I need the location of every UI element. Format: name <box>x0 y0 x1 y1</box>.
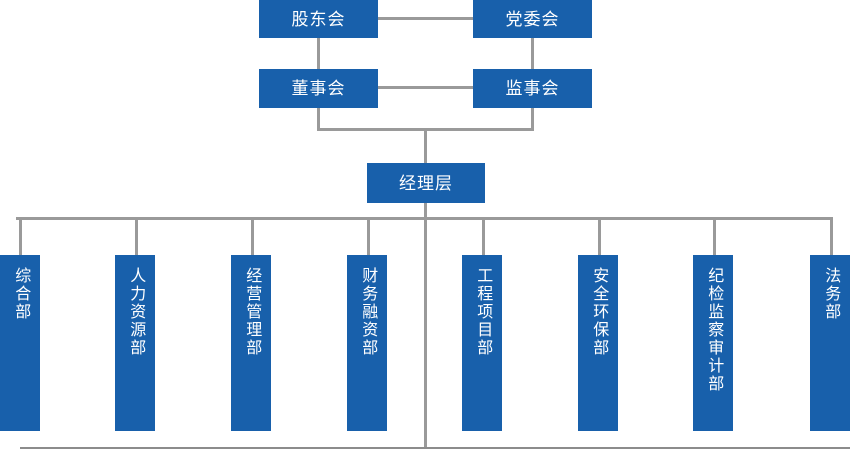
connector-drop-dept-4 <box>367 217 370 257</box>
node-board-of-directors[interactable]: 董事会 <box>259 69 378 108</box>
connector-bus-to-manager <box>424 128 427 165</box>
node-label: 董事会 <box>291 79 346 98</box>
node-department-legal-affairs[interactable]: 法务部 <box>810 255 850 431</box>
connector-drop-dept-6 <box>598 217 601 257</box>
connector-drop-dept-5 <box>482 217 485 257</box>
node-department-safety-environment[interactable]: 安全环保部 <box>578 255 618 431</box>
node-department-engineering-project[interactable]: 工程项目部 <box>462 255 502 431</box>
connector-board-to-supervisors <box>376 86 475 89</box>
connector-party-to-supervisors <box>531 36 534 71</box>
connector-department-bus <box>16 217 833 220</box>
node-label: 安全环保部 <box>590 267 608 357</box>
node-board-of-supervisors[interactable]: 监事会 <box>473 69 592 108</box>
node-label: 人力资源部 <box>127 267 145 357</box>
node-label: 法务部 <box>822 267 840 321</box>
node-department-finance-financing[interactable]: 财务融资部 <box>347 255 387 431</box>
node-shareholders-meeting[interactable]: 股东会 <box>259 0 378 38</box>
node-department-general-affairs[interactable]: 综合部 <box>0 255 40 431</box>
node-label: 纪检监察审计部 <box>705 267 723 393</box>
node-label: 股东会 <box>291 9 346 29</box>
connector-baseline <box>20 447 850 449</box>
node-label: 党委会 <box>505 9 560 29</box>
node-label: 经营管理部 <box>243 267 261 357</box>
connector-shareholders-to-board <box>317 36 320 71</box>
node-label: 经理层 <box>399 173 453 193</box>
node-label: 监事会 <box>505 79 560 98</box>
connector-drop-dept-3 <box>251 217 254 257</box>
node-department-business-management[interactable]: 经营管理部 <box>231 255 271 431</box>
node-party-committee[interactable]: 党委会 <box>473 0 592 38</box>
connector-supervisors-drop <box>531 106 534 131</box>
connector-drop-dept-7 <box>713 217 716 257</box>
node-label: 工程项目部 <box>474 267 492 357</box>
node-manager-level[interactable]: 经理层 <box>367 163 485 203</box>
connector-board-drop <box>317 106 320 131</box>
connector-drop-dept-1 <box>19 217 22 257</box>
connector-drop-dept-8 <box>830 217 833 257</box>
node-label: 综合部 <box>12 267 30 321</box>
connector-shareholders-to-party <box>376 17 475 20</box>
node-label: 财务融资部 <box>359 267 377 357</box>
node-department-discipline-audit[interactable]: 纪检监察审计部 <box>693 255 733 431</box>
node-department-human-resources[interactable]: 人力资源部 <box>115 255 155 431</box>
connector-manager-spine <box>424 202 427 448</box>
connector-drop-dept-2 <box>135 217 138 257</box>
